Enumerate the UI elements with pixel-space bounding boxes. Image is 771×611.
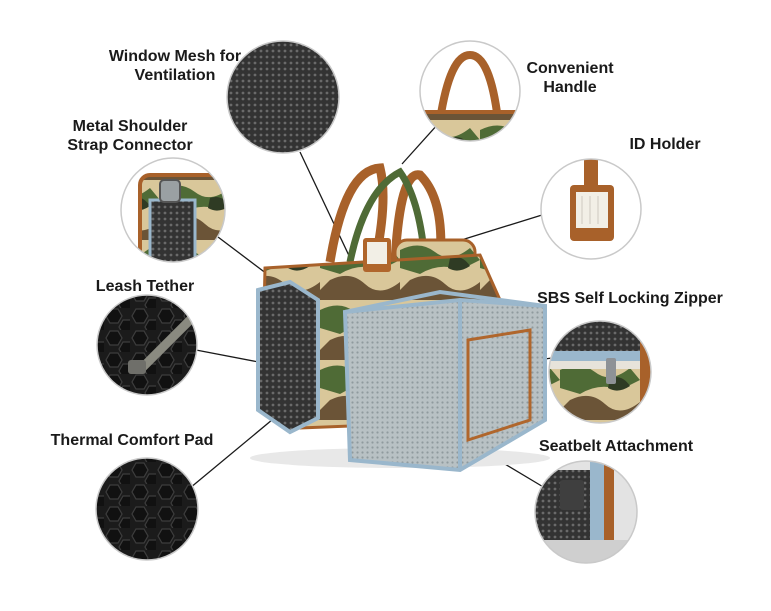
label-seatbelt: Seatbelt Attachment (526, 437, 706, 456)
callout-sbs-zipper (548, 320, 652, 424)
label-metal-connector-line1: Metal Shoulder (72, 118, 188, 135)
callout-id-holder (540, 158, 642, 260)
callout-seatbelt (534, 460, 638, 564)
callout-metal-connector (120, 157, 226, 263)
label-sbs-zipper-text: SBS Self Locking Zipper (537, 290, 723, 307)
callout-leash-tether (96, 294, 198, 396)
pet-carrier-bag (250, 163, 550, 473)
callout-thermal-pad (95, 457, 199, 561)
label-metal-connector: Metal Shoulder Strap Connector (60, 117, 200, 155)
label-window-mesh-line1: Window Mesh for (108, 48, 242, 65)
callout-window-mesh (226, 40, 340, 154)
label-thermal-pad-text: Thermal Comfort Pad (50, 432, 214, 449)
label-thermal-pad: Thermal Comfort Pad (42, 431, 222, 450)
label-leash-tether: Leash Tether (90, 277, 200, 296)
label-handle: Convenient Handle (520, 59, 620, 97)
label-window-mesh: Window Mesh for Ventilation (100, 47, 250, 85)
label-seatbelt-text: Seatbelt Attachment (538, 438, 694, 455)
label-window-mesh-line2: Ventilation (134, 67, 216, 84)
label-id-holder-text: ID Holder (629, 136, 701, 153)
label-metal-connector-line2: Strap Connector (67, 137, 193, 154)
label-handle-line2: Handle (543, 79, 597, 96)
label-sbs-zipper: SBS Self Locking Zipper (525, 289, 735, 308)
callout-handle (419, 40, 521, 142)
label-handle-line1: Convenient (526, 60, 614, 77)
label-id-holder: ID Holder (615, 135, 715, 154)
label-leash-tether-text: Leash Tether (95, 278, 195, 295)
